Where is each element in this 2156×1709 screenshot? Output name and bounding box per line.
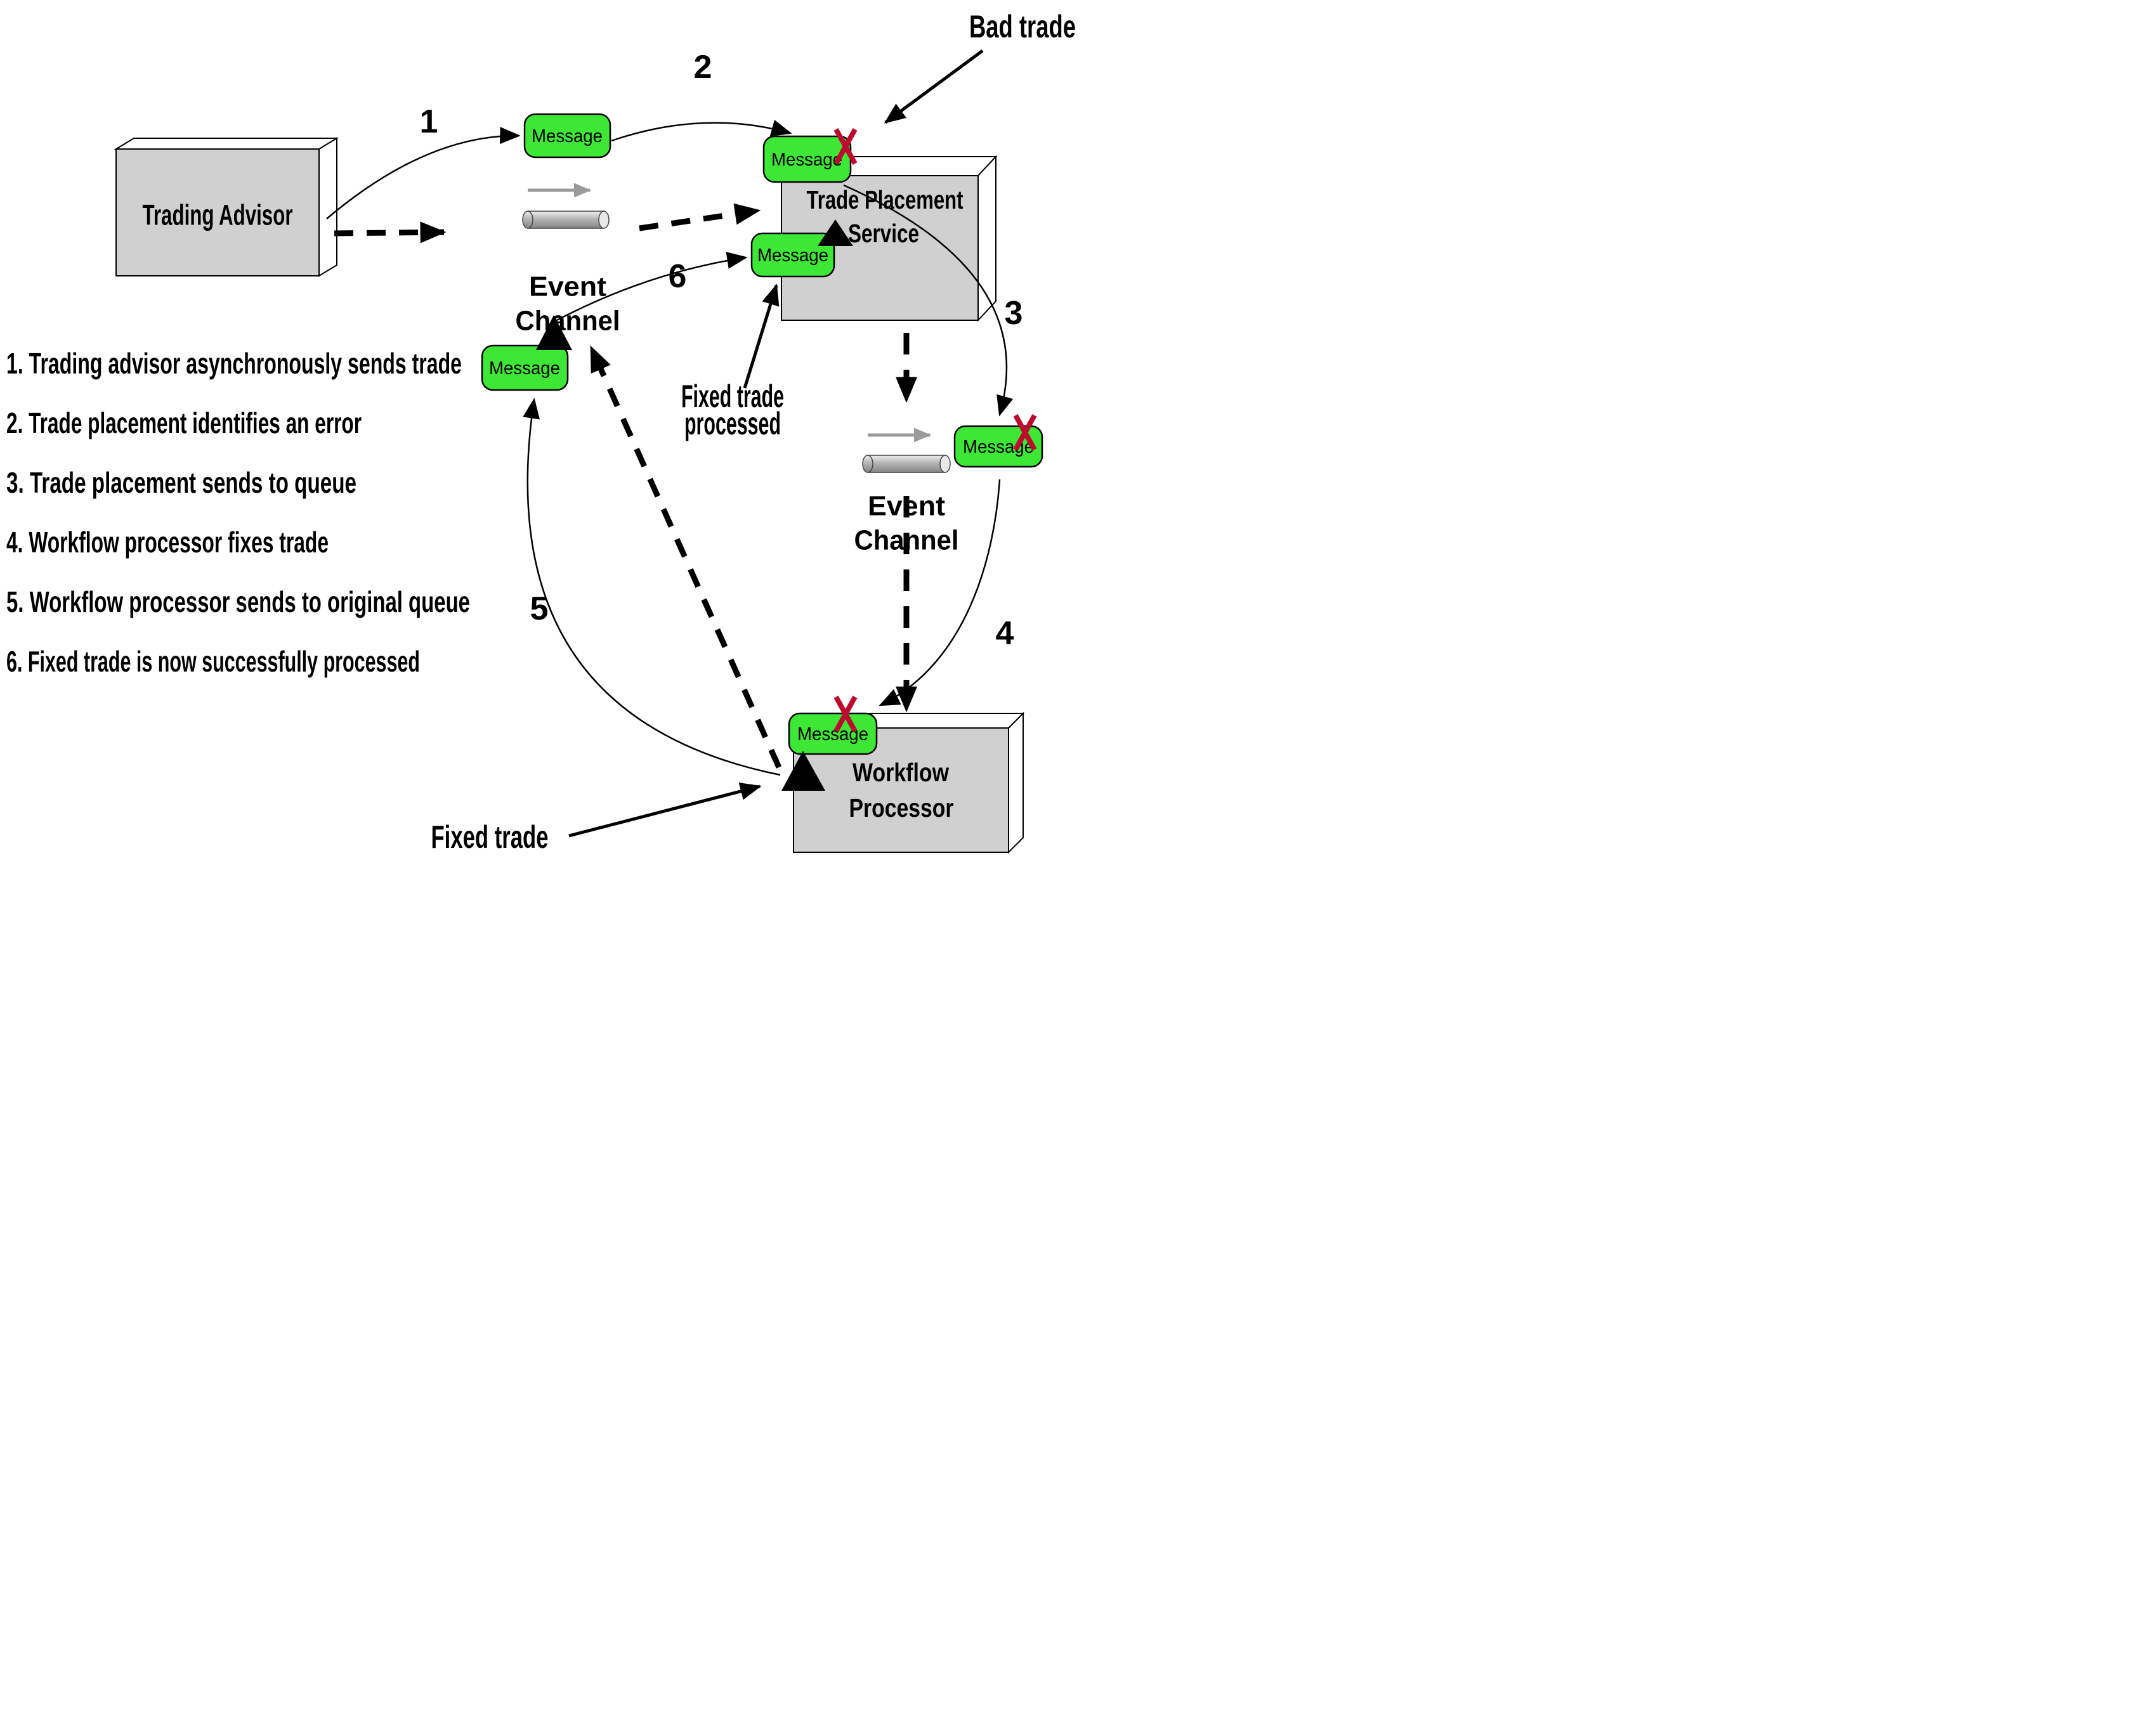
dashed-arrow-advisor-to-channel1 xyxy=(334,221,447,244)
fixed-trade-processed-label-line1: Fixed trade xyxy=(681,379,784,414)
fixed-trade-arrow xyxy=(568,783,762,838)
trading-advisor-node: Trading Advisor xyxy=(114,137,339,277)
message-placement-fixed: Message xyxy=(750,232,835,278)
legend-list: 1. Trading advisor asynchronously sends … xyxy=(6,347,470,678)
trade-placement-label-line2: Service xyxy=(848,219,919,248)
step3-number: 3 xyxy=(1005,295,1023,332)
message-box xyxy=(788,712,878,755)
channel1-label-line1: Event xyxy=(529,271,606,302)
cylinder-right-cap xyxy=(939,455,951,473)
cylinder-left-cap xyxy=(522,211,533,229)
cylinder-left-cap xyxy=(862,455,873,473)
fixed-trade-label: Fixed trade xyxy=(431,819,549,855)
cylinder-right-cap xyxy=(598,211,610,229)
trading-advisor-top-face xyxy=(114,138,339,150)
bad-trade-label: Bad trade xyxy=(969,9,1076,44)
channel1-consumer-triangle-icon xyxy=(536,315,572,350)
workflow-error-x-icon xyxy=(833,696,858,732)
legend-item-3: 3. Trade placement sends to queue xyxy=(6,466,356,499)
trading-advisor-side-face xyxy=(318,137,337,277)
channel1-label-line2: Channel xyxy=(516,306,620,337)
legend-item-2: 2. Trade placement identifies an error xyxy=(6,406,362,439)
step5-number: 5 xyxy=(530,590,549,627)
consumer-triangles xyxy=(536,219,853,791)
trade-placement-label-line1: Trade Placement xyxy=(807,185,964,214)
workflow-processor-label-line2: Processor xyxy=(849,793,954,822)
diagram-canvas: Trading Advisor Trade Placement Service … xyxy=(0,0,1078,855)
channel2-queue-cylinder-icon xyxy=(862,455,951,473)
trading-advisor-label: Trading Advisor xyxy=(143,199,293,231)
event-channel-2: Event Channel xyxy=(854,427,959,556)
legend-item-6: 6. Fixed trade is now successfully proce… xyxy=(6,645,420,678)
step2-number: 2 xyxy=(694,49,712,86)
workflow-processor-side-face xyxy=(1008,712,1024,854)
step-curves xyxy=(326,119,1014,776)
message-label: Message xyxy=(797,724,868,744)
step6-curve xyxy=(555,252,748,322)
message-channel1-outbound: Message xyxy=(523,113,611,159)
message-workflow-bad: Message xyxy=(788,712,878,755)
placement-consumer-triangle-icon xyxy=(818,219,853,246)
channel2-error-x-icon xyxy=(1013,414,1037,451)
messages: Message Message Message Message Message … xyxy=(481,113,1043,755)
error-x-marks xyxy=(833,128,1037,732)
step3-curve xyxy=(843,184,1014,417)
message-box xyxy=(750,232,835,278)
message-placement-bad: Message xyxy=(762,135,852,183)
cylinder-body xyxy=(527,211,604,229)
legend-item-1: 1. Trading advisor asynchronously sends … xyxy=(6,347,462,380)
message-channel2-bad: Message xyxy=(953,425,1043,468)
step1-curve xyxy=(326,127,521,219)
step5-curve xyxy=(523,398,781,776)
step1-number: 1 xyxy=(420,103,438,140)
step6-number: 6 xyxy=(669,258,687,295)
message-label: Message xyxy=(757,245,828,266)
message-label: Message xyxy=(532,126,603,146)
channel1-queue-cylinder-icon xyxy=(522,211,610,229)
workflow-processor-label-line1: Workflow xyxy=(853,758,949,787)
workflow-consumer-triangle-icon xyxy=(781,751,825,791)
message-label: Message xyxy=(489,358,560,379)
placement-error-x-icon xyxy=(833,128,858,165)
cylinder-body xyxy=(867,455,946,473)
legend-item-4: 4. Workflow processor fixes trade xyxy=(6,526,329,559)
async-flow-arrows xyxy=(334,203,917,769)
annotation-labels: Bad trade Fixed trade processed Fixed tr… xyxy=(431,9,1076,855)
step4-curve xyxy=(879,479,1001,706)
channel2-label-line2: Channel xyxy=(854,525,959,556)
dashed-arrow-channel1-to-placement xyxy=(639,203,761,231)
error-handling-flow-diagram: Trading Advisor Trade Placement Service … xyxy=(6,9,1076,855)
message-box xyxy=(481,344,569,391)
message-label: Message xyxy=(771,150,842,170)
step4-number: 4 xyxy=(996,615,1014,652)
legend-item-5: 5. Workflow processor sends to original … xyxy=(6,585,470,618)
fixed-trade-processed-arrow xyxy=(743,283,780,389)
channel2-label-line1: Event xyxy=(868,491,945,522)
step2-curve xyxy=(611,119,792,142)
trading-advisor-front-face xyxy=(115,148,320,276)
step-number-labels: 1 2 3 4 5 6 xyxy=(420,49,1023,652)
annotation-arrows xyxy=(568,49,984,838)
bad-trade-arrow xyxy=(884,49,984,124)
message-channel1-return: Message xyxy=(481,344,569,391)
dashed-arrow-workflow-to-channel1 xyxy=(588,345,782,769)
message-box xyxy=(523,113,611,159)
event-channel-1: Event Channel xyxy=(516,183,620,337)
fixed-trade-processed-label-line2: processed xyxy=(684,406,781,441)
